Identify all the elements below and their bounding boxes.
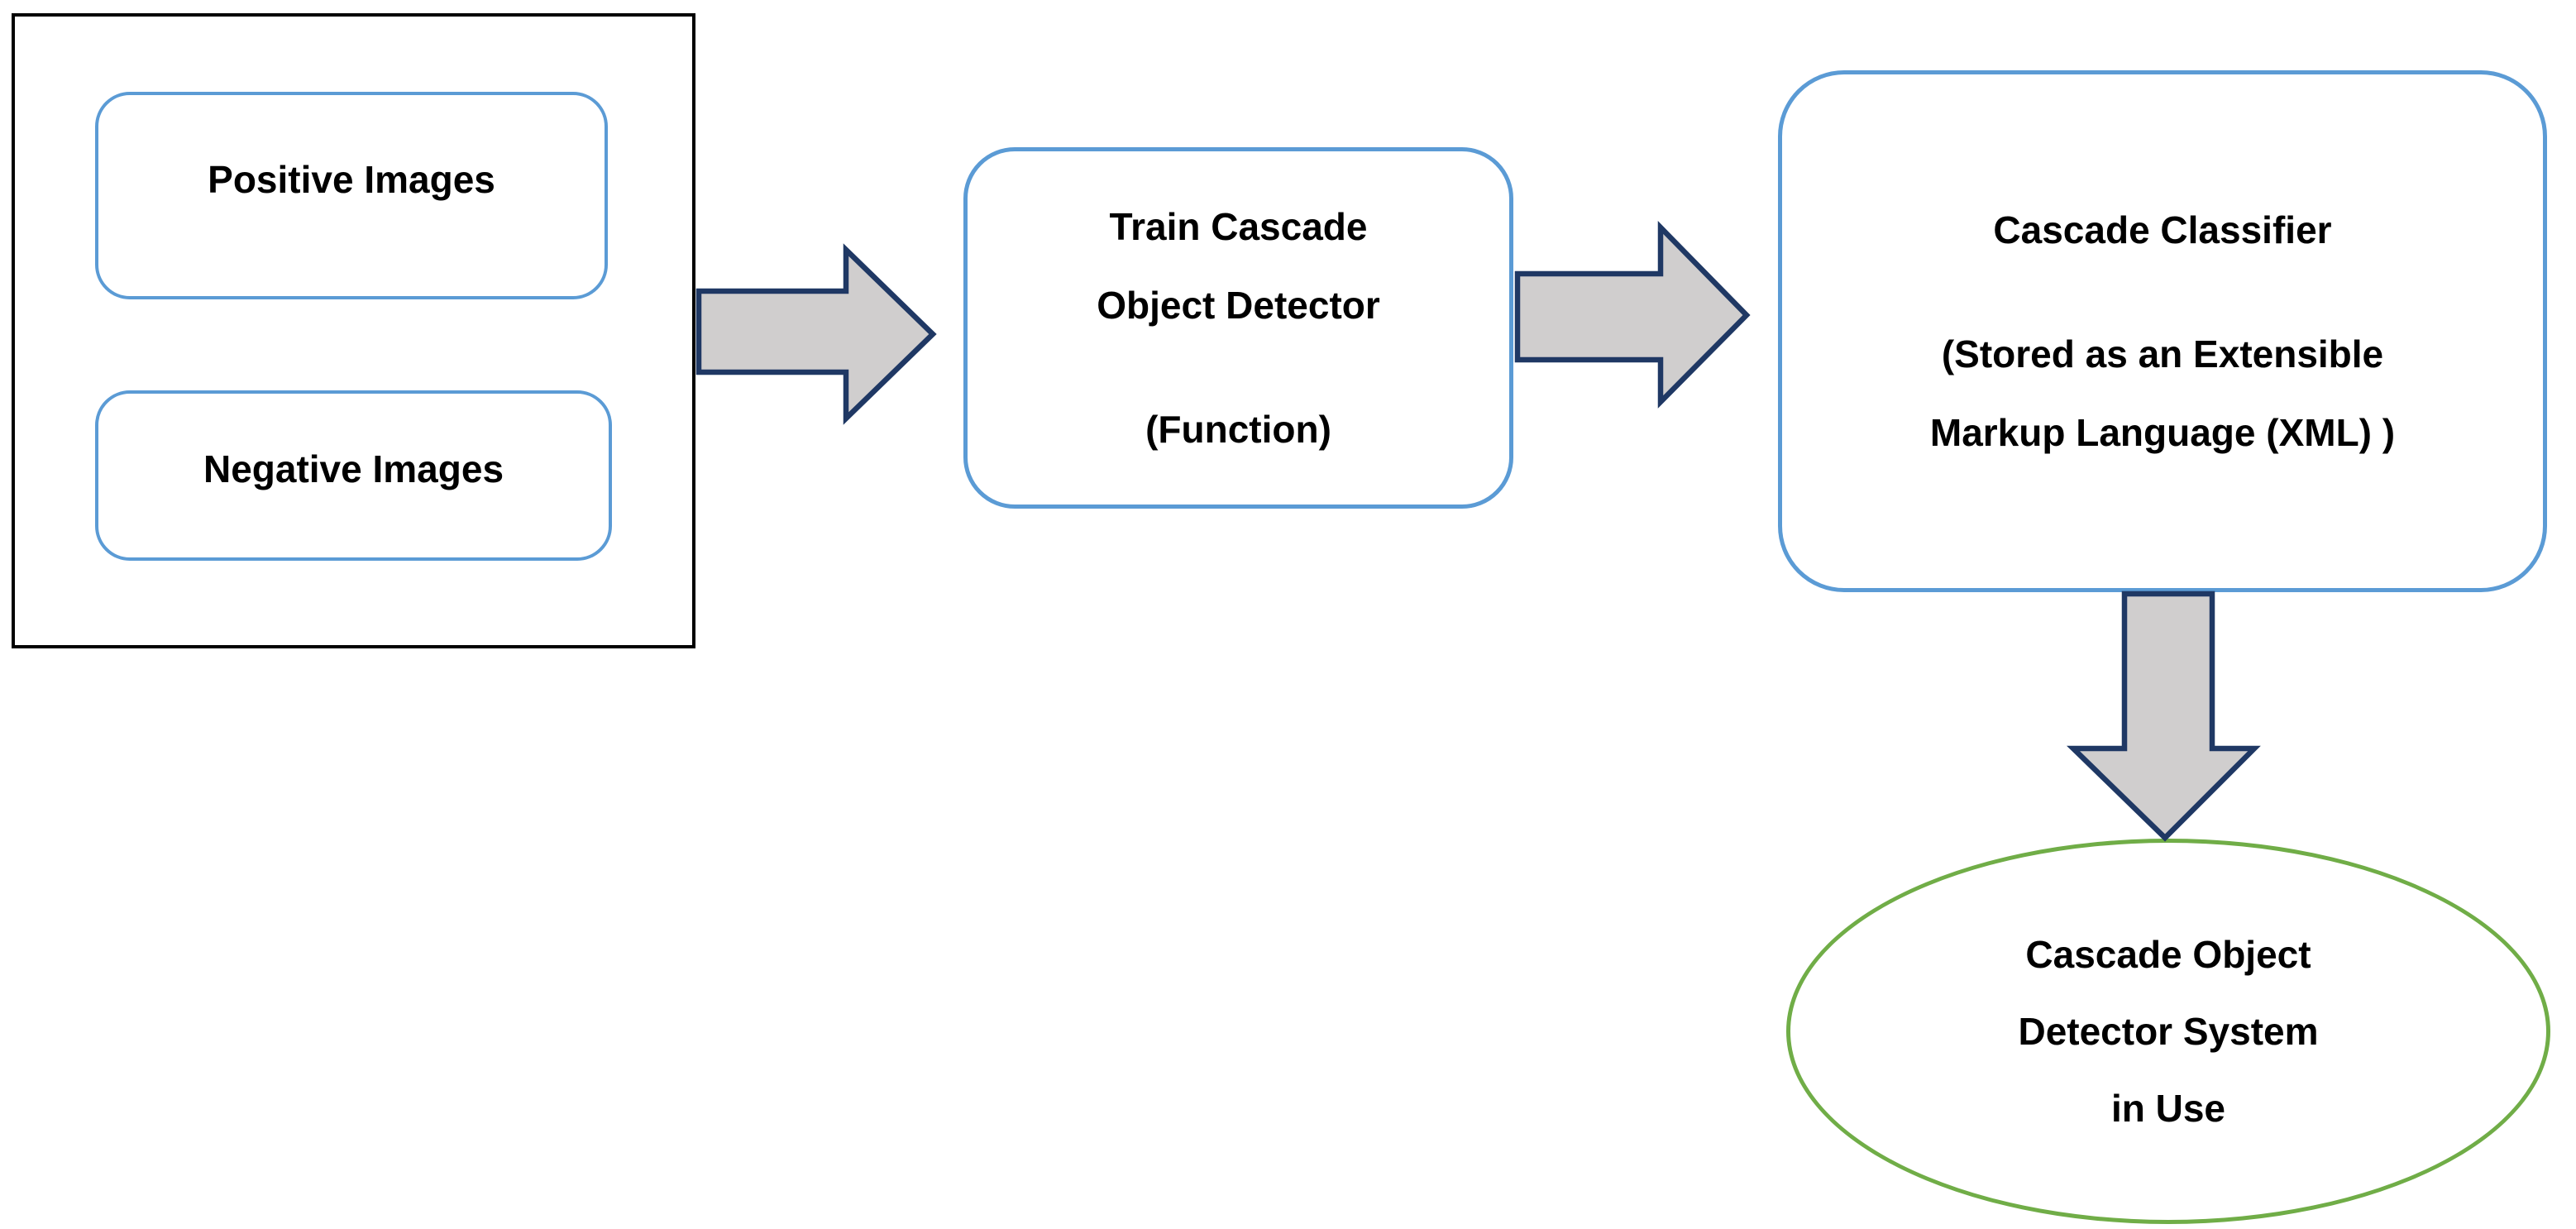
train-function-label: (Function)	[1145, 407, 1331, 451]
classifier-subtitle-line-1: (Stored as an Extensible	[1941, 332, 2384, 375]
node-cascade-classifier: Cascade Classifier (Stored as an Extensi…	[1778, 70, 2547, 592]
positive-images-label: Positive Images	[208, 157, 495, 201]
node-positive-images: Positive Images	[95, 92, 608, 299]
arrow-down-classifier-to-system-icon	[2066, 591, 2261, 842]
train-label-line-1: Train Cascade	[1109, 204, 1368, 248]
node-negative-images: Negative Images	[95, 390, 612, 561]
system-label-line-3: in Use	[2110, 1086, 2226, 1130]
system-label-line-2: Detector System	[2018, 1009, 2319, 1053]
arrow-right-train-to-classifier-icon	[1514, 221, 1751, 409]
negative-images-label: Negative Images	[203, 447, 504, 490]
node-train-cascade-detector: Train Cascade Object Detector (Function)	[963, 147, 1513, 509]
node-detector-system-in-use: Cascade Object Detector System in Use	[1786, 839, 2550, 1224]
arrow-right-images-to-train-icon	[695, 243, 937, 425]
system-label-line-1: Cascade Object	[2025, 932, 2311, 976]
train-label-line-2: Object Detector	[1097, 283, 1380, 327]
classifier-subtitle-line-2: Markup Language (XML) )	[1929, 410, 2396, 454]
classifier-title: Cascade Classifier	[1993, 208, 2332, 251]
